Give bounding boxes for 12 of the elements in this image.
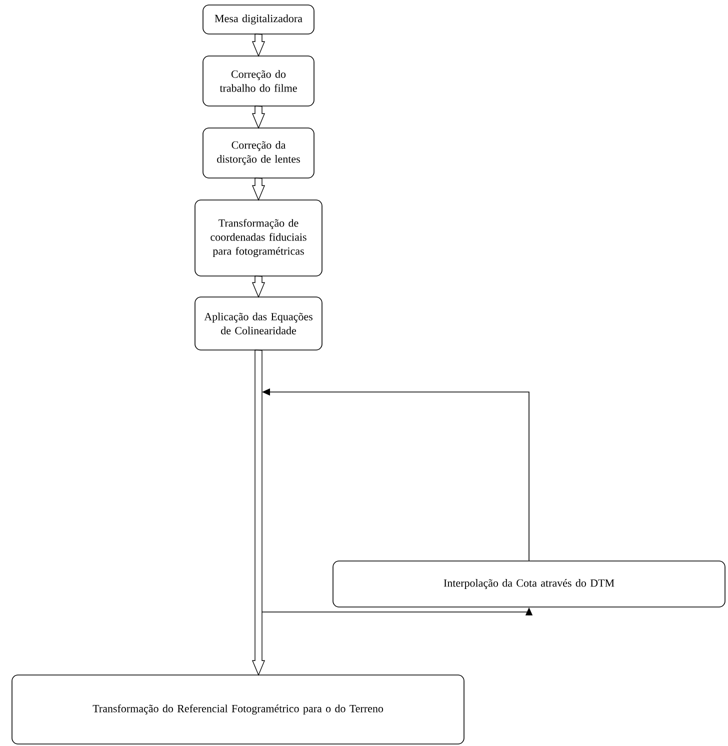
process-box: Aplicação das Equações de Colinearidade xyxy=(194,296,322,350)
process-box: Correção do trabalho do filme xyxy=(202,56,314,106)
arrow xyxy=(252,178,266,201)
process-box: Correção da distorção de lentes xyxy=(202,128,314,178)
process-box: Interpolação da Cota através do DTM xyxy=(332,560,726,608)
process-box: Mesa digitalizadora xyxy=(202,4,314,34)
process-box: Transformação do Referencial Fotogramétrico para o do Terreno xyxy=(12,674,464,744)
process-box: Transformação de coordenadas fiduciais para fotogramétricas xyxy=(194,200,322,276)
arrow xyxy=(252,106,266,129)
arrow xyxy=(252,276,266,298)
arrow xyxy=(252,350,266,676)
arrow xyxy=(252,34,266,57)
